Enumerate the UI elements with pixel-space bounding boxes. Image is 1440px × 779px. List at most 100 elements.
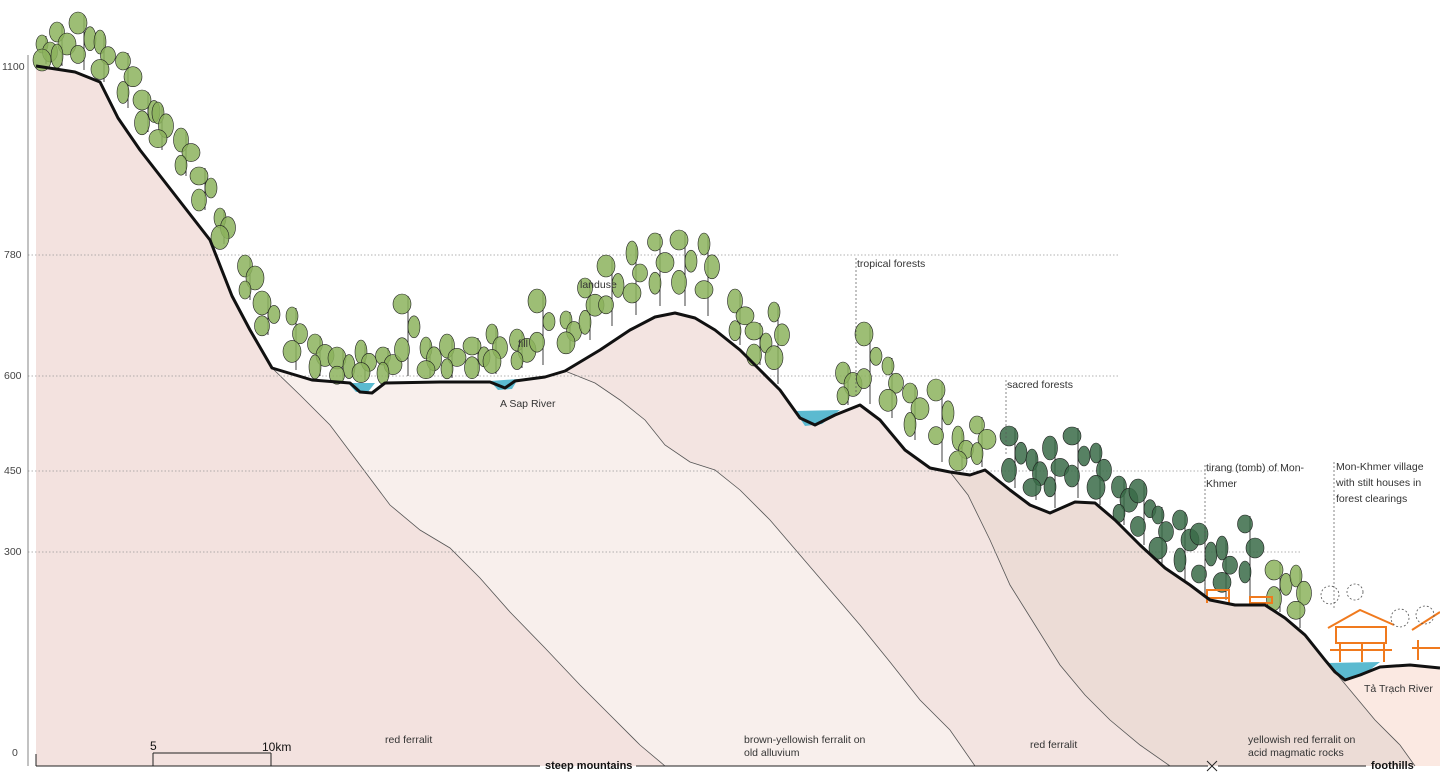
label-landuse: landuse [580, 279, 617, 291]
tree [439, 333, 467, 380]
soil-layers [36, 66, 1440, 766]
tree [1172, 509, 1200, 582]
tree [1148, 505, 1174, 565]
tree [878, 356, 904, 418]
forest-trees [32, 11, 1312, 628]
soil-label-brown-line1: brown-yellowish ferralit on [744, 734, 866, 746]
soil-boundaries [271, 367, 1416, 767]
soil-label-red-ferralit-2: red ferralit [1030, 739, 1077, 751]
tree [327, 346, 356, 385]
tree [1212, 535, 1238, 600]
a-sap-river-water [348, 383, 375, 392]
tree [854, 321, 883, 404]
tree [596, 254, 625, 326]
tree [189, 166, 218, 212]
tree [392, 293, 421, 376]
elevation-gridlines [28, 254, 1300, 553]
tree [1189, 522, 1218, 596]
tree [351, 339, 377, 383]
label-a-sap-river: A Sap River [500, 398, 556, 410]
scale-label-10km: 10km [262, 740, 291, 754]
soil-label-brown-line2: old alluvium [744, 747, 800, 759]
scale-bar [152, 752, 272, 766]
tree [969, 415, 997, 467]
label-village-line2: with stilt houses in [1335, 477, 1421, 489]
tree [1022, 448, 1048, 500]
label-tropical-forests: tropical forests [857, 258, 925, 270]
tree [148, 101, 174, 150]
label-ta-trach-river: Tả Trạch River [1364, 683, 1433, 695]
zone-label-foothills: foothills [1371, 760, 1414, 772]
annotation-leaders [855, 258, 1335, 610]
tree [237, 254, 265, 300]
tree [902, 382, 930, 440]
stilt-house-2 [1411, 611, 1440, 660]
tree [68, 11, 97, 70]
tree [999, 425, 1028, 488]
tree [577, 277, 605, 340]
tree [622, 240, 648, 315]
elevation-axis: 1100 780 600 450 300 0 [2, 55, 29, 766]
tree [694, 232, 720, 316]
label-village-line1: Mon-Khmer village [1336, 461, 1424, 473]
label-tomb-line2: Khmer [1206, 478, 1237, 490]
tree [210, 207, 236, 250]
tree [115, 51, 143, 108]
tree [173, 127, 201, 176]
zone-label-steep-mountains: steep mountains [545, 760, 632, 772]
tree [1128, 478, 1157, 545]
soil-layer-4 [950, 470, 1415, 766]
tree [647, 232, 675, 306]
label-tomb-line1: tirang (tomb) of Mon- [1206, 462, 1305, 474]
scale-label-5: 5 [150, 739, 157, 753]
tree [556, 310, 582, 355]
label-sacred-forests: sacred forests [1007, 379, 1073, 391]
zone-break-marker [1206, 760, 1218, 772]
a-sap-river-water-2 [490, 379, 518, 390]
soil-boundary-2 [564, 370, 976, 767]
label-village-line3: forest clearings [1336, 493, 1407, 505]
terrain-profile-line [35, 64, 1440, 682]
tree [1237, 514, 1265, 600]
y-tick-600: 600 [4, 370, 22, 382]
tree [1086, 442, 1112, 505]
y-tick-450: 450 [4, 465, 22, 477]
soil-layer-3 [565, 313, 1170, 766]
soil-boundary-3 [949, 471, 1171, 767]
soil-layer-2 [272, 368, 975, 766]
soil-label-yellow-line2: acid magmatic rocks [1248, 747, 1344, 759]
tree [948, 425, 974, 472]
y-tick-300: 300 [4, 546, 22, 558]
soil-label-yellow-line1: yellowish red ferralit on [1248, 734, 1356, 746]
tree [764, 301, 790, 384]
tree [90, 29, 116, 82]
y-tick-0: 0 [12, 747, 18, 759]
tree [1264, 559, 1293, 612]
tree [527, 288, 556, 365]
soil-boundary-1 [271, 367, 666, 767]
soil-labels: red ferralit brown-yellowish ferralit on… [385, 734, 1356, 759]
soil-layer-5 [1325, 660, 1440, 766]
annotations: A Sap River fill landuse tropical forest… [500, 258, 1433, 695]
village-outline-trees [1320, 583, 1435, 628]
tree [1062, 426, 1091, 498]
stilt-houses [1206, 589, 1440, 662]
tree [252, 290, 281, 337]
tree [926, 378, 955, 462]
tomb-structure [1206, 589, 1273, 604]
label-fill: fill [518, 338, 528, 350]
tree [669, 229, 698, 306]
tree [416, 336, 442, 380]
soil-label-red-ferralit-1: red ferralit [385, 734, 432, 746]
tree [482, 323, 508, 374]
tree [1286, 564, 1312, 628]
tree [727, 288, 755, 345]
y-tick-780: 780 [4, 249, 22, 261]
soil-boundary-4 [1324, 659, 1416, 767]
zone-axis: steep mountains foothills [35, 754, 1414, 772]
soil-layer-1 [36, 66, 665, 766]
stilt-house-1 [1327, 608, 1395, 662]
tree [282, 306, 308, 370]
y-tick-1100: 1100 [2, 61, 25, 73]
